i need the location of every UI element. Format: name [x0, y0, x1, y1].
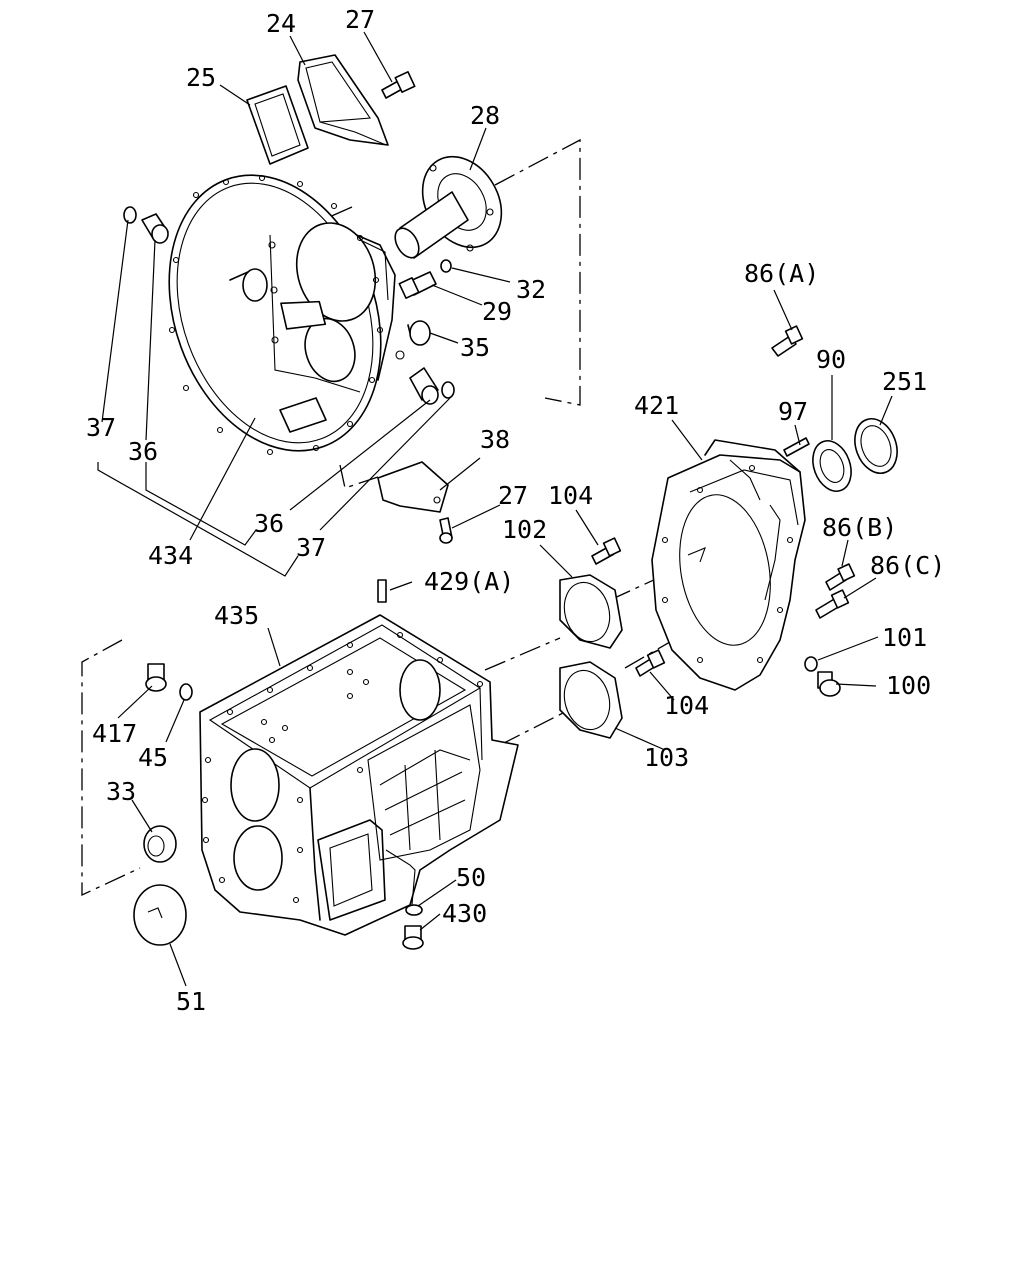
label-38: 38 — [480, 425, 510, 454]
label-33: 33 — [106, 777, 136, 806]
part-435-transmission-case — [199, 614, 519, 936]
part-86a-bolt — [771, 325, 804, 357]
part-36-bushing-bottom — [409, 367, 439, 405]
label-36-bottom: 36 — [254, 509, 284, 538]
label-102: 102 — [502, 515, 547, 544]
part-35-plug — [407, 320, 431, 346]
part-421-rear-housing — [651, 439, 806, 691]
part-27-bolt-top — [381, 70, 416, 99]
part-90-seal — [812, 440, 852, 492]
part-45-washer — [179, 683, 193, 701]
part-429a-dowel-pin — [377, 579, 387, 603]
part-27-bolt-bottom — [439, 517, 453, 544]
part-37-cap-top — [123, 206, 137, 224]
part-38-cover-plate — [377, 461, 449, 513]
part-434-clutch-housing — [168, 174, 405, 456]
part-37-cap-bottom — [441, 381, 455, 399]
part-50-washer — [405, 904, 423, 916]
label-104-bottom: 104 — [664, 691, 709, 720]
label-25: 25 — [186, 63, 216, 92]
label-35: 35 — [460, 333, 490, 362]
label-86b: 86(B) — [822, 513, 897, 542]
part-32-ring — [440, 259, 452, 273]
label-37-bottom: 37 — [296, 533, 326, 562]
label-86a: 86(A) — [744, 259, 819, 288]
label-101: 101 — [882, 623, 927, 652]
label-51: 51 — [176, 987, 206, 1016]
label-32: 32 — [516, 275, 546, 304]
part-102-cover — [559, 574, 623, 649]
label-421: 421 — [634, 391, 679, 420]
label-36-top: 36 — [128, 437, 158, 466]
label-27-bottom: 27 — [498, 481, 528, 510]
part-25-gasket — [246, 85, 309, 165]
label-29: 29 — [482, 297, 512, 326]
part-101-washer — [804, 656, 818, 672]
part-104-bolt-a — [591, 537, 622, 565]
leader-lines — [97, 31, 893, 987]
label-100: 100 — [886, 671, 931, 700]
label-28: 28 — [470, 101, 500, 130]
label-24: 24 — [266, 9, 296, 38]
part-97-stud — [783, 437, 810, 457]
label-435: 435 — [214, 601, 259, 630]
label-37-top: 37 — [86, 413, 116, 442]
label-429a: 429(A) — [424, 567, 514, 596]
part-251-ring — [854, 418, 898, 474]
part-51-cap — [133, 884, 187, 946]
part-104-bolt-b — [635, 649, 666, 677]
label-430: 430 — [442, 899, 487, 928]
part-100-plug — [817, 671, 841, 697]
label-50: 50 — [456, 863, 486, 892]
part-28-bearing-retainer — [394, 155, 503, 259]
part-33-seal — [143, 825, 177, 863]
part-29-bolt — [398, 271, 437, 300]
part-24-cover — [297, 54, 389, 146]
part-417-plug — [145, 663, 167, 692]
label-104-top: 104 — [548, 481, 593, 510]
label-27-top: 27 — [345, 5, 375, 34]
part-103-cover — [559, 661, 623, 739]
part-430-plug — [402, 925, 424, 950]
label-417: 417 — [92, 719, 137, 748]
label-45: 45 — [138, 743, 168, 772]
part-86c-bolt — [815, 589, 850, 619]
label-97: 97 — [778, 397, 808, 426]
label-251: 251 — [882, 367, 927, 396]
part-36-bushing-top — [141, 213, 169, 244]
label-86c: 86(C) — [870, 551, 945, 580]
part-86b-bolt — [825, 563, 856, 591]
part-labels: 24 27 25 28 32 29 35 37 36 434 36 37 38 … — [86, 5, 945, 1016]
label-103: 103 — [644, 743, 689, 772]
label-434: 434 — [148, 541, 193, 570]
label-90: 90 — [816, 345, 846, 374]
